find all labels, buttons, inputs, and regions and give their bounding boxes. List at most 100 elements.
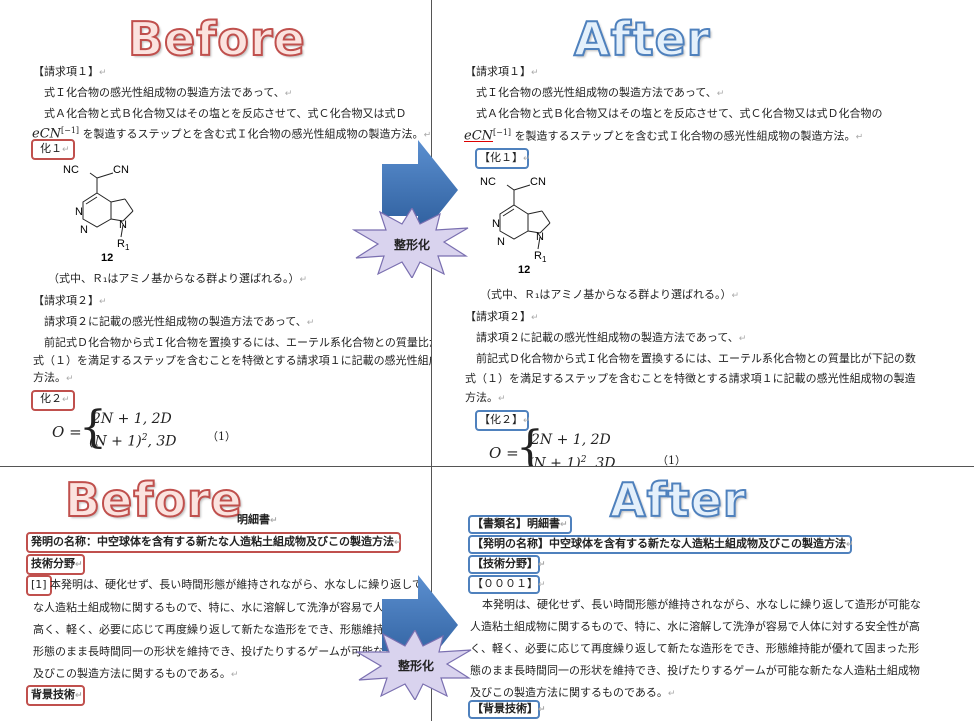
claim1-line2: 式Ａ化合物と式Ｂ化合物又はその塩とを反応させて、式Ｃ化合物又は式Ｄ xyxy=(44,107,407,120)
compound-number: 12 xyxy=(101,252,113,264)
claim2-line2: 前記式Ｄ化合物から式Ｉ化合物を置換するには、エーテル系化合物との質量比が下記の数 xyxy=(476,352,916,365)
claim2-line4: 方法。↵ xyxy=(465,391,506,404)
chem2-tag: 【化２】↵ xyxy=(479,413,531,426)
eq-brace: { xyxy=(79,402,107,453)
chem2-tag-box xyxy=(475,410,529,431)
eq-row1: 2N + 1, 2D xyxy=(531,432,611,448)
burst-icon xyxy=(355,630,472,700)
para-line4: 形態のまま長時間同一の形状を維持でき、投げたりするゲームが可能な新たな xyxy=(33,645,417,658)
eq-row1: 2N + 1, 2D xyxy=(92,411,172,427)
chem2-tag-box xyxy=(31,390,75,411)
eq-row2: (N + 1)2, 3D xyxy=(89,433,177,450)
chem1-tag: 【化１】↵ xyxy=(479,151,531,164)
claim1-line2: 式Ａ化合物と式Ｂ化合物又はその塩とを反応させて、式Ｃ化合物又は式Ｄ化合物の xyxy=(476,107,883,120)
chem-r-label: R xyxy=(117,238,125,250)
before-title: Before xyxy=(64,473,243,527)
chem-n-label: N xyxy=(492,218,500,230)
background-heading: 【背景技術】↵ xyxy=(472,702,546,715)
claim1-line3: eCN[−1] を製造するステップとを含む式Ｉ化合物の感光性組成物の製造方法。↵ xyxy=(464,128,864,144)
background-heading: 背景技術↵ xyxy=(31,688,83,701)
para-line2: 人造粘土組成物に関するもので、特に、水に溶解して洗浄が容易で人体に対する安全性が… xyxy=(470,620,920,633)
claim2-line3: 式（１）を満足するステップを含むことを特徴とする請求項１に記載の感光性組成物の製… xyxy=(465,372,916,385)
substituent-note: （式中、Ｒ₁はアミノ基からなる群より選ばれる。）↵ xyxy=(48,272,308,285)
field-head-box xyxy=(26,554,85,575)
compound-number: 12 xyxy=(518,264,530,276)
eq-number: （1） xyxy=(657,454,686,466)
name-line-box xyxy=(468,535,852,554)
equation: O = { 2N + 1, 2D (N + 1)2, 3D （1） xyxy=(489,422,709,467)
eq-row2: (N + 1)2, 3D xyxy=(528,455,616,466)
chem-n-label: N xyxy=(75,206,83,218)
para-line3: く、軽く、必要に応じて再度繰り返して新たな造形をでき、形態維持能が優れて固まった… xyxy=(470,642,920,655)
chem-nc-label: NC xyxy=(63,164,79,176)
claim1-line3: eCN[−1] を製造するステップとを含む式Ｉ化合物の感光性組成物の製造方法。↵ xyxy=(32,126,431,142)
para-line4: 態のまま長時間同一の形状を維持でき、投げたりするゲームが可能な新たな人造粘土組成… xyxy=(470,664,920,677)
chemical-structure: NC CN N N N R 1 12 xyxy=(480,176,551,276)
chem1-tag-box xyxy=(31,139,75,160)
para-line5: 及びこの製造方法に関するものである。↵ xyxy=(470,686,676,699)
field-head-box xyxy=(468,555,540,574)
top-after-panel: After 【請求項１】↵ 式Ｉ化合物の感光性組成物の製造方法であって、↵ 式Ａ… xyxy=(432,0,974,466)
claim1-heading: 【請求項１】↵ xyxy=(33,65,107,78)
after-title: After xyxy=(609,473,747,527)
chem1-tag: 化１↵ xyxy=(40,142,70,155)
para-line3: 高く、軽く、必要に応じて再度繰り返して新たな造形をでき、形態維持能が優れ xyxy=(33,623,428,636)
field-heading: 技術分野↵ xyxy=(31,557,83,570)
chem-cn-label: CN xyxy=(113,164,129,176)
claim2-line1: 請求項２に記載の感光性組成物の製造方法であって、↵ xyxy=(44,315,315,328)
equation: O = { 2N + 1, 2D (N + 1)2, 3D （1） xyxy=(52,402,252,458)
invention-name: 【発明の名称】中空球体を含有する新たな人造粘土組成物及びこの製造方法↵ xyxy=(472,537,854,550)
chem-cn-label: CN xyxy=(530,176,546,188)
eq-brace: { xyxy=(516,422,544,467)
para-line1: 本発明は、硬化せず、長い時間形態が維持されながら、水なしに繰り返して造形が可能な xyxy=(482,598,921,611)
burst-label: 整形化 xyxy=(398,659,435,673)
eq-lhs: O = xyxy=(52,423,82,441)
claim1-line1: 式Ｉ化合物の感光性組成物の製造方法であって、↵ xyxy=(44,86,293,99)
horizontal-divider xyxy=(0,466,974,467)
claim2-heading: 【請求項２】↵ xyxy=(465,310,539,323)
name-line-box xyxy=(26,532,401,553)
claim1-line1: 式Ｉ化合物の感光性組成物の製造方法であって、↵ xyxy=(476,86,725,99)
burst-icon xyxy=(352,208,469,278)
chem-n-label: N xyxy=(119,219,127,231)
chem-nc-label: NC xyxy=(480,176,496,188)
chem1-tag-box xyxy=(475,148,529,169)
chemical-structure: NC CN N N N R 1 12 xyxy=(63,164,134,264)
bg-head-box xyxy=(26,685,85,706)
paragraph-number: [1] xyxy=(31,578,47,591)
para-line2: な人造粘土組成物に関するもので、特に、水に溶解して洗浄が容易で人体 xyxy=(33,601,395,614)
bg-head-box xyxy=(468,700,540,719)
chem-subscript: 1 xyxy=(542,255,547,264)
bottom-before-panel: Before 明細書↵ 発明の名称：中空球体を含有する新たな人造粘土組成物及びこ… xyxy=(0,467,431,721)
bottom-after-panel: After 【書類名】明細書↵ 【発明の名称】中空球体を含有する新たな人造粘土組… xyxy=(432,467,974,721)
vertical-divider xyxy=(431,0,432,721)
para-line5: 及びこの製造方法に関するものである。↵ xyxy=(33,667,239,680)
para-line1: 本発明は、硬化せず、長い時間形態が維持されながら、水なしに繰り返して xyxy=(50,578,423,591)
eq-number: （1） xyxy=(207,430,236,443)
claim2-line3: 式（１）を満足するステップを含むことを特徴とする請求項１に記載の感光性組成 xyxy=(33,354,431,367)
eq-lhs: O = xyxy=(489,444,519,462)
chem-r-label: R xyxy=(534,250,542,262)
para-no-box xyxy=(26,575,52,596)
paragraph-number: 【０００１】↵ xyxy=(472,577,546,590)
claim2-line4: 方法。↵ xyxy=(33,371,74,384)
para-no-box xyxy=(468,575,540,594)
substituent-note: （式中、Ｒ₁はアミノ基からなる群より選ばれる。）↵ xyxy=(480,288,740,301)
chem-n-label: N xyxy=(80,224,88,236)
claim2-heading: 【請求項２】↵ xyxy=(33,294,107,307)
document-name: 【書類名】明細書↵ xyxy=(472,517,568,530)
before-title: Before xyxy=(127,12,306,66)
claim2-line1: 請求項２に記載の感光性組成物の製造方法であって、↵ xyxy=(476,331,747,344)
claim2-line2: 前記式Ｄ化合物から式Ｉ化合物を置換するには、エーテル系化合物との質量比が xyxy=(44,336,431,349)
field-heading: 【技術分野】↵ xyxy=(472,557,546,570)
right-arrow-icon xyxy=(382,140,458,240)
invention-name: 発明の名称：中空球体を含有する新たな人造粘土組成物及びこの製造方法↵ xyxy=(31,535,402,548)
doc-head-box xyxy=(468,515,572,534)
burst-label: 整形化 xyxy=(394,238,431,252)
doc-title: 明細書↵ xyxy=(237,513,278,526)
chem-n-label: N xyxy=(497,236,505,248)
after-title: After xyxy=(573,12,711,66)
chem-n-label: N xyxy=(536,231,544,243)
chem-subscript: 1 xyxy=(125,243,130,252)
chem2-tag: 化２↵ xyxy=(40,392,70,405)
